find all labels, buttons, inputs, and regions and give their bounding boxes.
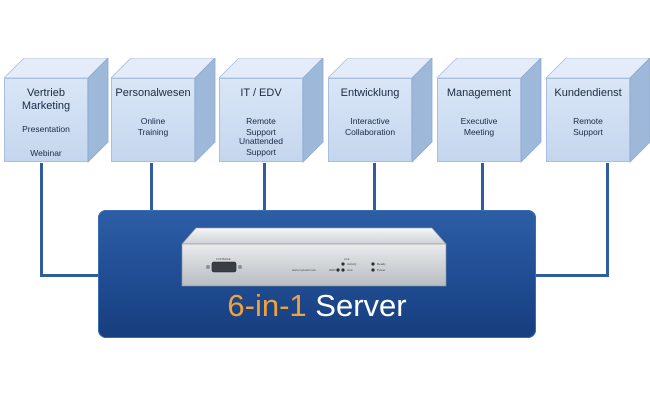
wire-it-edv <box>263 163 266 211</box>
wire-entwicklung <box>373 163 376 211</box>
cube-shape <box>219 58 324 163</box>
cube-front-face <box>219 78 303 162</box>
department-use-case: Remote Support <box>246 116 276 137</box>
wire-management <box>481 163 484 211</box>
department-use-case-secondary: Webinar <box>30 148 62 158</box>
device-label-hdd: HDD <box>329 268 336 272</box>
device-label-activity: Activity <box>347 262 357 266</box>
cube-front-face <box>546 78 630 162</box>
department-use-case: Interactive Collaboration <box>344 116 396 137</box>
cube-shape <box>546 58 650 163</box>
port-screw-right <box>238 265 242 269</box>
device-label-console: CONSOLE <box>216 257 231 261</box>
department-use-case: Executive Meeting <box>460 116 498 137</box>
cube-side-face <box>629 58 650 163</box>
device-label-link: Link <box>344 257 350 261</box>
led-power <box>371 268 375 272</box>
department-use-case: Remote Support <box>573 116 603 137</box>
server-title-main: Server <box>315 288 407 323</box>
led-ready <box>371 262 375 266</box>
cube-front-face <box>437 78 521 162</box>
wire-right-vertical <box>606 163 609 277</box>
device-label-ready: Ready <box>377 262 386 266</box>
device-label-line: Line <box>347 268 353 272</box>
cube-side-face <box>87 58 109 163</box>
cube-side-face <box>302 58 324 163</box>
device-label-power: Power <box>377 268 386 272</box>
wire-right-horizontal <box>535 274 609 277</box>
department-name: Vertrieb Marketing <box>21 87 71 112</box>
department-name: Entwicklung <box>340 87 400 99</box>
cube-side-face <box>520 58 542 163</box>
wire-left-vertical <box>40 163 43 277</box>
department-name: Kundendienst <box>554 87 622 99</box>
device-top-face <box>181 227 447 245</box>
console-port <box>211 261 237 273</box>
led-line <box>341 268 345 272</box>
department-use-case: Presentation <box>22 124 70 134</box>
wire-left-horizontal <box>40 274 100 277</box>
cube-side-face <box>411 58 433 163</box>
department-name: Management <box>446 87 512 99</box>
cube-shape <box>4 58 109 163</box>
cube-front-face <box>111 78 195 162</box>
cube-side-face <box>194 58 216 163</box>
cube-front-face <box>4 78 88 162</box>
department-name: IT / EDV <box>240 87 282 99</box>
cube-shape <box>437 58 542 163</box>
server-title: 6-in-1 Server <box>98 286 536 326</box>
server-title-accent: 6-in-1 <box>227 288 307 323</box>
cube-shape <box>328 58 433 163</box>
department-use-case-secondary: Unattended Support <box>239 136 283 157</box>
led-activity <box>341 262 345 266</box>
department-use-case: Online Training <box>137 116 169 137</box>
port-screw-left <box>206 265 210 269</box>
led-hdd <box>336 268 340 272</box>
department-name: Personalwesen <box>115 87 191 99</box>
wire-personalwesen <box>150 163 153 211</box>
device-label-url: www.mybush.com <box>292 268 317 272</box>
cube-front-face <box>328 78 412 162</box>
